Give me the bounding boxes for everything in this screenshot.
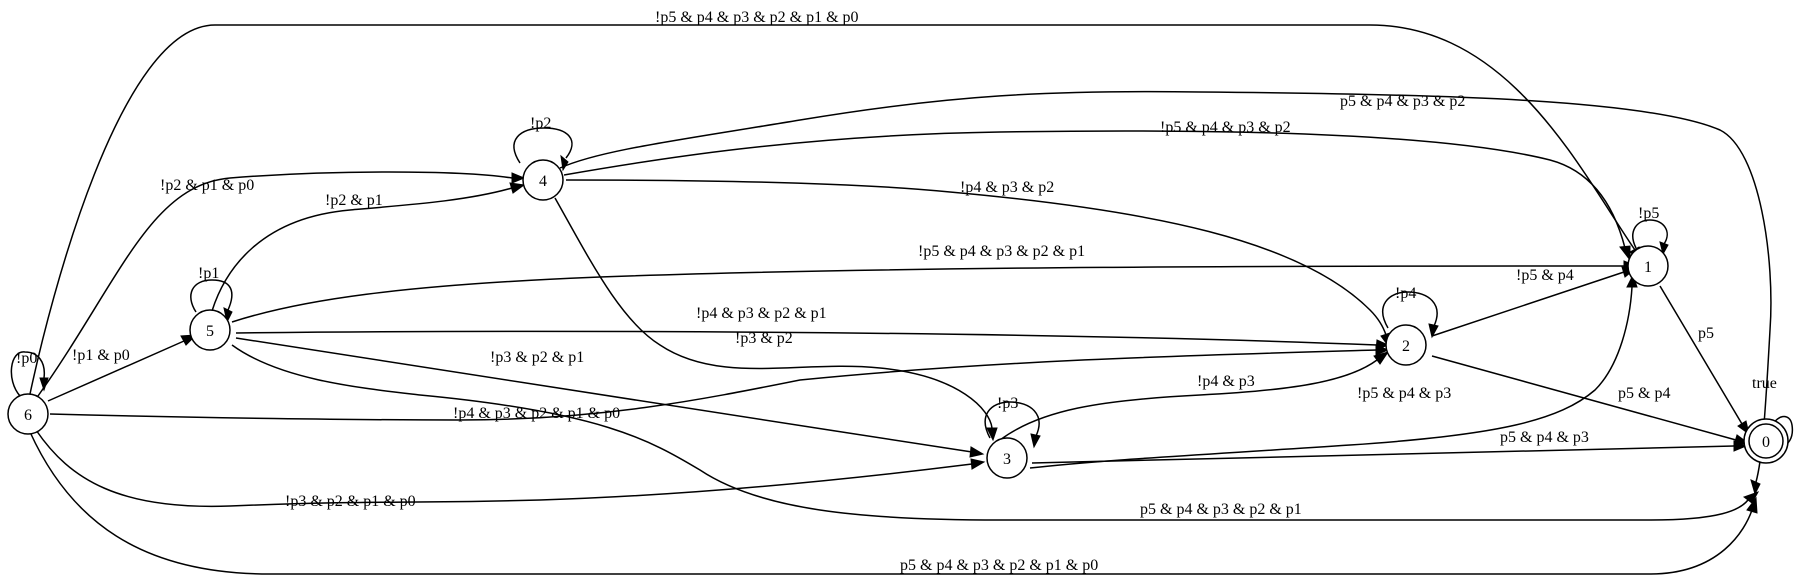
edge-5-1 (231, 260, 1638, 323)
edge-5-4 (211, 182, 526, 312)
edge-labels: !p0 !p5 & p4 & p3 & p2 & p1 & p0 !p2 & p… (16, 9, 1777, 574)
state-5: 5 (189, 309, 231, 351)
edge-3-0 (1031, 440, 1748, 464)
state-2: 2 (1385, 324, 1427, 366)
label-edge-1-0: p5 (1698, 325, 1714, 342)
state-3: 3 (986, 437, 1028, 479)
state-4-label: 4 (539, 173, 547, 190)
edge-4-1 (563, 130, 1631, 262)
edge-6-4 (37, 171, 526, 397)
label-edge-4-3: !p3 & p2 (735, 330, 793, 347)
edge-2-2 (1382, 291, 1439, 339)
state-5-label: 5 (206, 323, 214, 340)
label-edge-6-2: !p4 & p3 & p2 & p1 & p0 (453, 405, 620, 422)
label-edge-6-1: !p5 & p4 & p3 & p2 & p1 & p0 (655, 9, 859, 26)
label-edge-3-3: !p3 (997, 395, 1018, 412)
label-edge-3-2: !p4 & p3 (1197, 373, 1255, 390)
label-edge-4-0: p5 & p4 & p3 & p2 (1340, 93, 1465, 110)
label-edge-5-4: !p2 & p1 (325, 192, 383, 209)
label-edge-1-1: !p5 (1638, 205, 1659, 222)
state-2-label: 2 (1402, 338, 1410, 355)
label-edge-6-4: !p2 & p1 & p0 (160, 177, 254, 194)
label-edge-6-0: p5 & p4 & p3 & p2 & p1 & p0 (900, 557, 1098, 574)
label-edge-2-0: p5 & p4 (1618, 385, 1670, 402)
edge-5-2 (235, 330, 1390, 351)
edge-3-2 (999, 351, 1390, 441)
edge-5-3 (235, 337, 985, 458)
label-edge-5-5: !p1 (198, 265, 219, 282)
state-0-label: 0 (1762, 434, 1770, 451)
label-edge-6-3: !p3 & p2 & p1 & p0 (285, 493, 416, 510)
label-edge-6-6: !p0 (16, 350, 37, 367)
edge-4-0 (559, 90, 1772, 496)
edge-1-0 (1659, 285, 1750, 436)
label-edge-4-4: !p2 (530, 115, 551, 132)
label-edge-4-1: !p5 & p4 & p3 & p2 (1160, 119, 1291, 136)
label-edge-5-2: !p4 & p3 & p2 & p1 (696, 305, 827, 322)
edge-6-3 (35, 429, 986, 508)
edge-4-2 (565, 179, 1391, 349)
state-4: 4 (522, 159, 564, 201)
state-1: 1 (1627, 245, 1669, 287)
state-3-label: 3 (1003, 451, 1011, 468)
label-edge-2-1: !p5 & p4 (1516, 267, 1574, 284)
state-6: 6 (7, 393, 49, 435)
label-edge-2-2: !p4 (1395, 285, 1416, 302)
state-0-accepting: 0 (1743, 418, 1789, 464)
label-edge-5-3: !p3 & p2 & p1 (490, 349, 584, 366)
label-edge-3-0: p5 & p4 & p3 (1500, 429, 1589, 446)
state-6-label: 6 (24, 407, 32, 424)
edge-5-5 (190, 279, 233, 324)
edge-1-1 (1632, 219, 1669, 256)
label-edge-5-1: !p5 & p4 & p3 & p2 & p1 (918, 243, 1085, 260)
label-edge-5-0: p5 & p4 & p3 & p2 & p1 (1140, 501, 1302, 518)
edge-4-3 (554, 197, 998, 442)
label-edge-6-5: !p1 & p0 (72, 347, 130, 364)
edge-5-0 (231, 344, 1760, 521)
edge-6-5 (47, 334, 198, 402)
state-1-label: 1 (1644, 259, 1652, 276)
label-edge-3-1: !p5 & p4 & p3 (1357, 385, 1451, 402)
label-edge-4-2: !p4 & p3 & p2 (960, 179, 1054, 196)
edge-6-0 (29, 431, 1758, 575)
label-edge-0-0: true (1752, 375, 1777, 392)
